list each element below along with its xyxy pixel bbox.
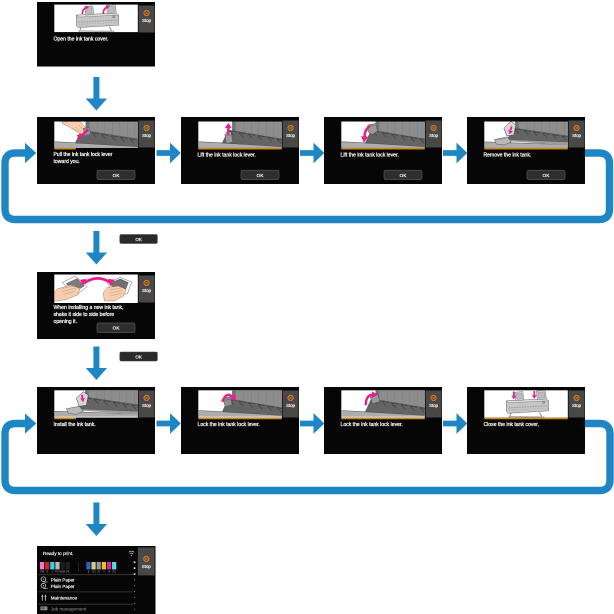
svg-text:toward you.: toward you. bbox=[54, 159, 80, 165]
svg-text:Lift the ink tank lock lever.: Lift the ink tank lock lever. bbox=[341, 152, 399, 158]
svg-text:Lock the ink tank lock lever.: Lock the ink tank lock lever. bbox=[198, 422, 260, 428]
svg-text:GY: GY bbox=[97, 570, 101, 573]
svg-text:Close the ink tank cover.: Close the ink tank cover. bbox=[484, 422, 540, 428]
svg-text:OK: OK bbox=[113, 173, 121, 179]
svg-text:M: M bbox=[108, 570, 110, 573]
svg-text:Install the ink tank.: Install the ink tank. bbox=[54, 422, 96, 428]
svg-text:OK: OK bbox=[543, 173, 551, 179]
svg-text:Plain Paper: Plain Paper bbox=[51, 584, 75, 589]
svg-text:Stop: Stop bbox=[429, 133, 438, 138]
svg-text:Stop: Stop bbox=[142, 403, 151, 408]
svg-text:Open the ink tank cover.: Open the ink tank cover. bbox=[54, 36, 109, 42]
svg-text:PC: PC bbox=[113, 570, 117, 573]
svg-text:CO: CO bbox=[92, 570, 96, 573]
svg-text:Lock the ink tank lock lever.: Lock the ink tank lock lever. bbox=[341, 422, 403, 428]
svg-text:Maintenance: Maintenance bbox=[51, 596, 78, 601]
svg-text:When installing a new ink tank: When installing a new ink tank, bbox=[54, 305, 124, 311]
svg-text:PGY: PGY bbox=[55, 570, 60, 573]
svg-text:C: C bbox=[52, 570, 54, 573]
svg-text:Ready to print.: Ready to print. bbox=[43, 551, 74, 556]
svg-text:OK: OK bbox=[257, 173, 265, 179]
svg-text:PM: PM bbox=[40, 570, 44, 573]
svg-text:Plain Paper: Plain Paper bbox=[51, 578, 75, 583]
svg-text:Stop: Stop bbox=[142, 564, 151, 569]
svg-text:R: R bbox=[46, 570, 48, 573]
svg-text:Stop: Stop bbox=[286, 133, 295, 138]
svg-text:B: B bbox=[88, 570, 90, 573]
svg-text:Remove the ink tank.: Remove the ink tank. bbox=[484, 152, 532, 158]
svg-text:OK: OK bbox=[113, 326, 121, 332]
svg-text:opening it.: opening it. bbox=[54, 319, 78, 325]
svg-text:Stop: Stop bbox=[572, 133, 581, 138]
svg-text:Job management: Job management bbox=[51, 607, 87, 612]
svg-text:shake it side to side before: shake it side to side before bbox=[54, 312, 115, 318]
svg-text:Lift the ink tank lock lever.: Lift the ink tank lock lever. bbox=[198, 152, 256, 158]
svg-text:Stop: Stop bbox=[429, 403, 438, 408]
svg-text:Stop: Stop bbox=[286, 403, 295, 408]
svg-text:PK: PK bbox=[66, 570, 70, 573]
svg-text:Y: Y bbox=[103, 570, 105, 573]
svg-text:MBK: MBK bbox=[60, 570, 66, 573]
svg-text:OK: OK bbox=[135, 354, 142, 359]
svg-text:Stop: Stop bbox=[142, 133, 151, 138]
svg-text:Stop: Stop bbox=[572, 403, 581, 408]
svg-text:OK: OK bbox=[400, 173, 408, 179]
svg-text:Pull the ink tank lock lever: Pull the ink tank lock lever bbox=[54, 152, 113, 158]
svg-text:OK: OK bbox=[135, 237, 142, 242]
svg-text:Stop: Stop bbox=[142, 288, 151, 293]
svg-text:Stop: Stop bbox=[142, 18, 151, 23]
